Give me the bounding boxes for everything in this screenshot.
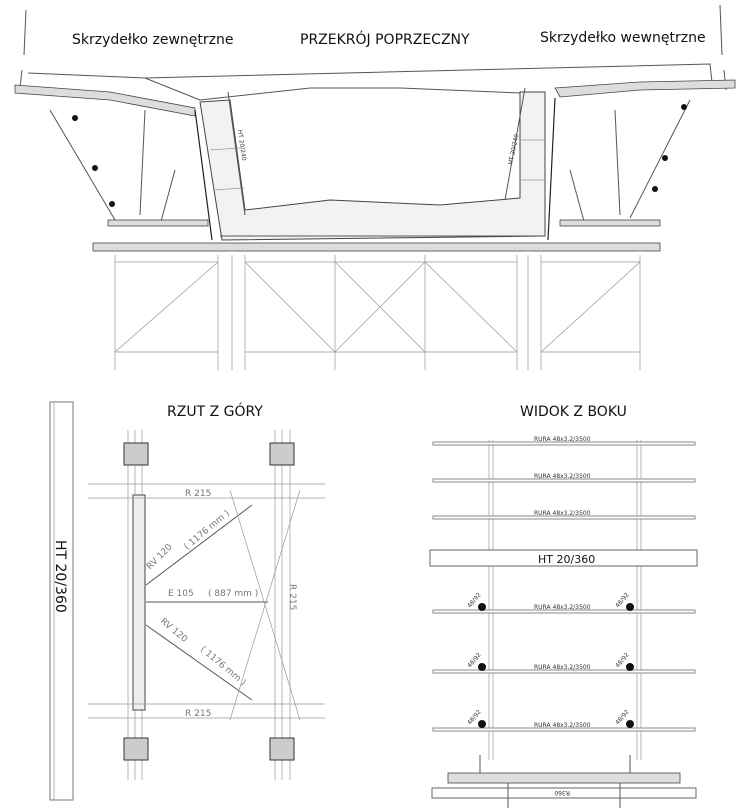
tube-label: RURA 48x3.2/3500: [534, 436, 591, 443]
strut-label: E 105: [168, 589, 194, 599]
clamp-dot: [92, 165, 98, 171]
side-platform: [447, 772, 681, 784]
r215-beams: [88, 483, 325, 719]
r215-side-label: R 215: [287, 584, 297, 610]
tube-label: RURA 48x3.2/3500: [534, 664, 591, 671]
left-wing-formwork: [14, 84, 196, 117]
clamp-dot: [652, 186, 658, 192]
web-formwork: [194, 97, 556, 241]
right-platform: [559, 219, 661, 227]
braces: [145, 504, 268, 701]
left-platform: [107, 219, 209, 227]
tube-label: RURA 48x3.2/3500: [534, 604, 591, 611]
side-jacks: [479, 755, 631, 808]
shoring-towers: [114, 255, 641, 370]
r215-bottom-label: R 215: [185, 709, 211, 719]
clamp-dot: [109, 201, 115, 207]
main-platform: [92, 242, 661, 252]
tube-label: RURA 48x3.2/3500: [534, 473, 591, 480]
brace-bottom-label: RV 120: [158, 617, 189, 645]
side-view-title: WIDOK Z BOKU: [520, 404, 627, 420]
left-wing-title: Skrzydełko zewnętrzne: [72, 32, 233, 48]
side-beam-label: HT 20/360: [538, 553, 595, 566]
web-inner-soldiers: [227, 87, 526, 216]
concrete-joints: [209, 139, 545, 191]
side-base-beam: [431, 787, 697, 799]
clamp-dot: [72, 115, 78, 121]
side-posts: [488, 440, 642, 760]
plan-view-title: RZUT Z GÓRY: [167, 402, 263, 420]
clamp-dots: [478, 603, 634, 728]
deck-soffit-line: [144, 77, 521, 101]
side-ht-beam: [429, 549, 698, 567]
deck-top-line: [27, 63, 713, 83]
plan-beam-label: HT 20/360: [52, 540, 68, 613]
perforated-beam: [132, 494, 146, 711]
box-girder-concrete: [199, 91, 546, 241]
clamp-dot: [662, 155, 668, 161]
vertical-members: [127, 430, 291, 780]
brace-top-label: RV 120: [145, 542, 175, 572]
right-wing-title: Skrzydełko wewnętrzne: [540, 30, 706, 46]
r215-top-label: R 215: [185, 489, 211, 499]
side-view: WIDOK Z BOKU RURA 48x3.2/3500 RURA 48x3.…: [429, 404, 698, 808]
clamp-dot: [681, 104, 687, 110]
plan-view: RZUT Z GÓRY HT 20/360 R 215 R 215 R 215 …: [49, 401, 325, 801]
ht-beam: [49, 401, 74, 801]
right-wing-formwork: [554, 79, 736, 98]
tube-label: RURA 48x3.2/3500: [534, 722, 591, 729]
guard-rail: [19, 4, 727, 91]
strut-length: ( 887 mm ): [208, 589, 258, 599]
cross-section-title: PRZEKRÓJ POPRZECZNY: [300, 30, 470, 48]
support-wheels: [123, 442, 295, 761]
wing-props: [49, 99, 691, 226]
cross-bracing: [229, 489, 301, 721]
tube-label: RURA 48x3.2/3500: [534, 510, 591, 517]
tubes: [432, 441, 696, 732]
cross-section: Skrzydełko zewnętrzne PRZEKRÓJ POPRZECZN…: [14, 4, 736, 370]
web-label-right: HT 20/240: [507, 133, 520, 165]
base-label: R360: [554, 789, 570, 796]
brace-top-length: ( 1176 mm ): [183, 509, 232, 553]
web-label-left: HT 20/240: [236, 129, 247, 161]
